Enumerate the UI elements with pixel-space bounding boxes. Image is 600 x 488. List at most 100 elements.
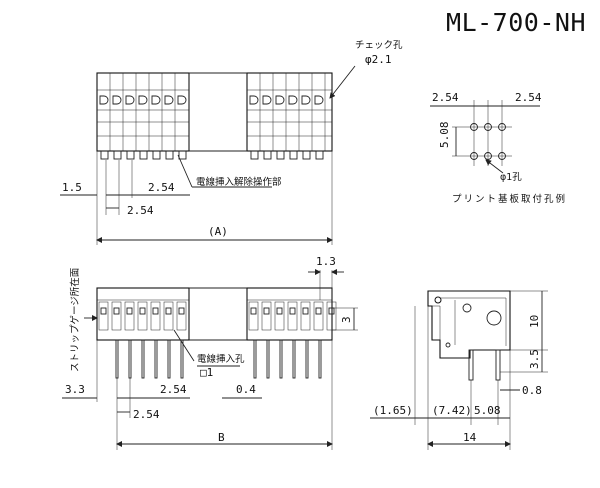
side-dim-pin-length: 3.5 bbox=[528, 349, 541, 369]
terminal-cell bbox=[248, 301, 259, 331]
strip-gauge-label: ストリップゲージ所在面 bbox=[69, 268, 81, 372]
check-holes bbox=[99, 95, 324, 105]
terminal-cell bbox=[163, 301, 174, 331]
check-hole-label: チェック孔 bbox=[355, 40, 403, 51]
terminal-tab bbox=[100, 150, 109, 160]
side-small-hole bbox=[462, 303, 472, 313]
terminal-pin bbox=[266, 339, 270, 379]
side-dim-depth: 14 bbox=[463, 431, 477, 444]
terminal-tab bbox=[302, 150, 311, 160]
pcb-row-spacing: 5.08 bbox=[438, 122, 451, 149]
terminal-pin bbox=[141, 339, 145, 379]
terminal-tab bbox=[113, 150, 122, 160]
wire-insert-hole bbox=[126, 307, 133, 315]
front-view-pins bbox=[115, 339, 322, 379]
terminal-pin bbox=[115, 339, 119, 379]
wire-insert-hole bbox=[113, 307, 120, 315]
pcb-pitch-left: 2.54 bbox=[432, 91, 459, 104]
check-hole bbox=[288, 95, 298, 105]
terminal-cell bbox=[261, 301, 272, 331]
top-dim-pitch-upper: 2.54 bbox=[148, 181, 175, 194]
model-title: ML-700-NH bbox=[446, 8, 586, 37]
terminal-cell bbox=[137, 301, 148, 331]
terminal-cell bbox=[326, 301, 337, 331]
terminal-cell bbox=[274, 301, 285, 331]
terminal-pin bbox=[167, 339, 171, 379]
top-view-tabs bbox=[100, 150, 324, 160]
side-view-body bbox=[427, 290, 511, 359]
pcb-hole bbox=[484, 123, 492, 131]
side-dim-height: 10 bbox=[528, 315, 541, 328]
wire-insert-hole bbox=[139, 307, 146, 315]
top-view: チェック孔 φ2.1 電線挿入解除操作部 1.5 2.54 2.54 (A) bbox=[60, 40, 403, 245]
terminal-pin bbox=[305, 339, 309, 379]
side-view: 10 3.5 0.8 (1.65) (7.42) 5.08 14 bbox=[370, 290, 548, 450]
side-pin-mark bbox=[445, 342, 451, 348]
check-hole bbox=[151, 95, 161, 105]
side-pin bbox=[495, 349, 501, 381]
terminal-tab bbox=[276, 150, 285, 160]
terminal-pin bbox=[154, 339, 158, 379]
side-large-hole bbox=[486, 310, 502, 326]
top-dim-left-offset: 1.5 bbox=[62, 181, 82, 194]
check-hole bbox=[138, 95, 148, 105]
top-view-right-block bbox=[246, 72, 333, 152]
terminal-pin bbox=[292, 339, 296, 379]
pcb-pattern-view: 2.54 2.54 5.08 φ1孔 プリント基板取付孔例 bbox=[430, 91, 567, 205]
wire-insert-hole bbox=[165, 307, 172, 315]
pcb-hole-dia: φ1孔 bbox=[500, 172, 522, 183]
front-dim-left-offset: 3.3 bbox=[65, 383, 85, 396]
front-dim-pin-width: 0.4 bbox=[236, 383, 256, 396]
wire-insert-hole bbox=[152, 307, 159, 315]
front-dim-side-height: 3 bbox=[340, 316, 353, 323]
wire-insert-hole bbox=[100, 307, 107, 315]
front-view: ストリップゲージ所在面 1.3 3 電線挿入孔 □1 3.3 2.54 2.54… bbox=[62, 255, 358, 450]
terminal-tab bbox=[152, 150, 161, 160]
pcb-pitch-right: 2.54 bbox=[515, 91, 542, 104]
front-dim-top-tab: 1.3 bbox=[316, 255, 336, 268]
terminal-tab bbox=[289, 150, 298, 160]
terminal-cell bbox=[287, 301, 298, 331]
wire-insert-size: □1 bbox=[200, 366, 213, 379]
check-hole bbox=[249, 95, 259, 105]
pcb-caption: プリント基板取付孔例 bbox=[452, 193, 567, 205]
check-hole bbox=[177, 95, 187, 105]
terminal-pin bbox=[318, 339, 322, 379]
top-view-dividers bbox=[109, 73, 326, 151]
wire-insert-hole bbox=[250, 307, 257, 315]
check-hole bbox=[275, 95, 285, 105]
terminal-cell bbox=[98, 301, 109, 331]
wire-insert-hole bbox=[263, 307, 270, 315]
front-dim-pitch-upper: 2.54 bbox=[160, 383, 187, 396]
terminal-cell bbox=[111, 301, 122, 331]
top-dim-overall: (A) bbox=[208, 225, 228, 238]
terminal-cell bbox=[313, 301, 324, 331]
check-hole bbox=[112, 95, 122, 105]
side-dim-mid-ref: (7.42) bbox=[432, 404, 472, 417]
terminal-cell bbox=[124, 301, 135, 331]
wire-release-label: 電線挿入解除操作部 bbox=[196, 176, 282, 188]
wire-insert-hole bbox=[178, 307, 185, 315]
side-latch-hole bbox=[434, 296, 442, 304]
front-view-cells bbox=[98, 301, 337, 331]
side-dim-pin-spacing: 5.08 bbox=[474, 404, 501, 417]
terminal-tab bbox=[263, 150, 272, 160]
terminal-tab bbox=[315, 150, 324, 160]
side-dim-left-ref: (1.65) bbox=[373, 404, 413, 417]
front-dim-overall: B bbox=[218, 431, 225, 444]
check-hole bbox=[314, 95, 324, 105]
terminal-tab bbox=[139, 150, 148, 160]
terminal-pin bbox=[180, 339, 184, 379]
wire-insert-hole bbox=[328, 307, 335, 315]
check-hole bbox=[125, 95, 135, 105]
top-dim-pitch-lower: 2.54 bbox=[127, 204, 154, 217]
check-hole bbox=[164, 95, 174, 105]
front-dim-pitch-lower: 2.54 bbox=[133, 408, 160, 421]
pcb-hole bbox=[498, 152, 506, 160]
terminal-tab bbox=[178, 150, 187, 160]
pcb-hole bbox=[470, 152, 478, 160]
side-dim-pin-thickness: 0.8 bbox=[522, 384, 542, 397]
wire-insert-hole bbox=[276, 307, 283, 315]
terminal-cell bbox=[300, 301, 311, 331]
